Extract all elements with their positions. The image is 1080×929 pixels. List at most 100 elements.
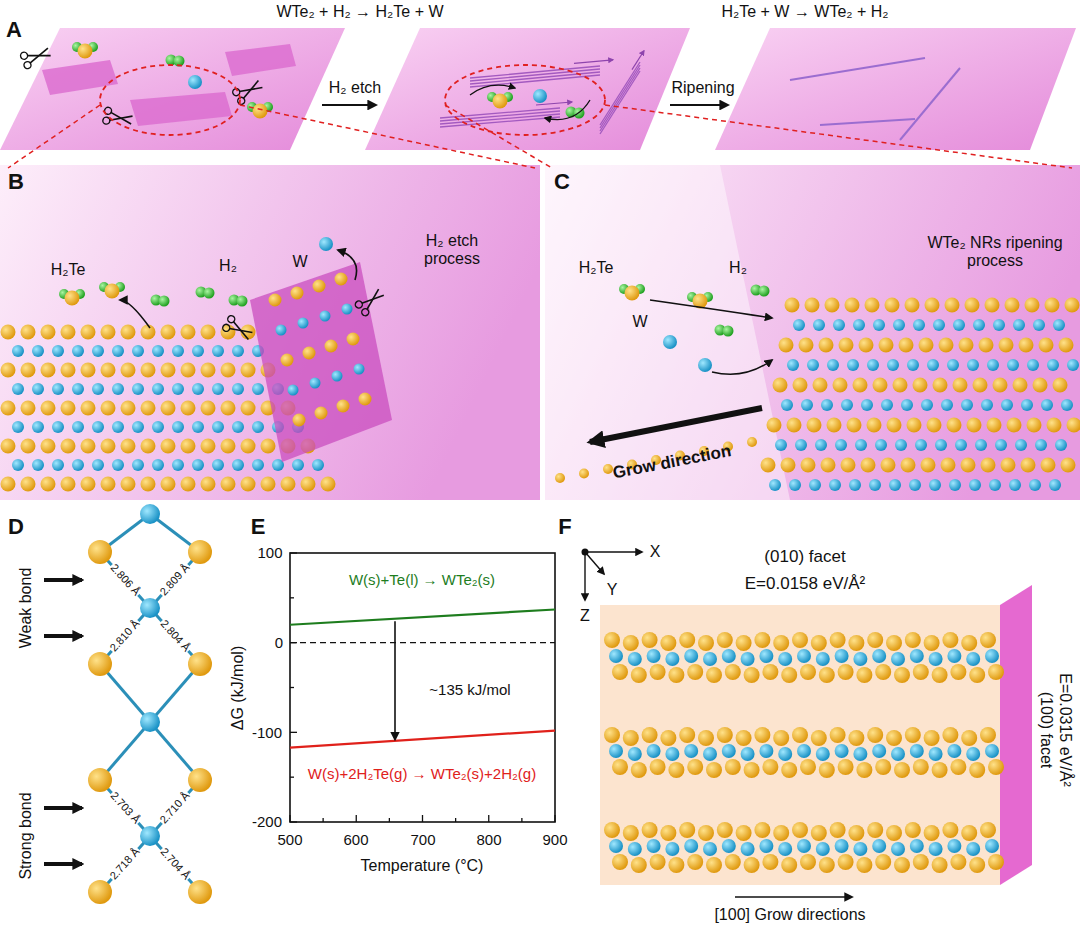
tellurium-atom (698, 730, 714, 746)
hydrogen-atom (204, 288, 215, 299)
tungsten-atom (1053, 319, 1065, 331)
tellurium-atom (141, 477, 156, 492)
tungsten-atom (152, 421, 164, 433)
tellurium-atom (1053, 378, 1068, 393)
tungsten-atom (995, 439, 1007, 451)
direction-label: [100] Grow directions (714, 906, 865, 924)
tungsten-atom (835, 439, 847, 451)
tellurium-atom (161, 325, 176, 340)
tellurium-atom (861, 458, 876, 473)
tungsten-atom (1041, 399, 1053, 411)
tungsten-atom (252, 421, 264, 433)
tungsten-atom (703, 747, 717, 761)
panel-letter: D (8, 514, 24, 539)
tellurium-atom (631, 857, 647, 873)
tellurium-atom (953, 378, 968, 393)
tellurium-atom (961, 730, 977, 746)
tellurium-atom (1021, 458, 1036, 473)
tungsten-atom (12, 345, 24, 357)
scissors-blade (239, 81, 262, 99)
tellurium-atom (269, 294, 282, 307)
tellurium-atom (811, 730, 827, 746)
facet-label: (100) facet (1037, 692, 1055, 768)
tungsten-atom (929, 652, 943, 666)
zoom-ellipse (100, 65, 240, 135)
tungsten-atom (1029, 479, 1041, 491)
etched-flake (250, 262, 392, 462)
tungsten-atom (889, 479, 901, 491)
panel-letter: B (8, 169, 24, 194)
tungsten-atom (947, 744, 961, 758)
bond-length: 2.804 Å (157, 617, 192, 654)
tellurium-atom (188, 880, 212, 904)
axis-tick (554, 815, 555, 822)
tungsten-atom (342, 304, 353, 315)
tellurium-atom (293, 414, 306, 427)
tungsten-atom (795, 439, 807, 451)
bond-pointer-arrow (44, 634, 82, 638)
tellurium-atom (717, 632, 733, 648)
tungsten-atom (320, 311, 331, 322)
tungsten-atom (665, 652, 679, 666)
tellurium-atom (161, 477, 176, 492)
tungsten-atom (140, 504, 160, 524)
tungsten-atom (933, 319, 945, 331)
tungsten-atom (901, 399, 913, 411)
facet-100-face (1000, 585, 1032, 885)
tellurium-atom (1, 439, 16, 454)
tellurium-atom (879, 338, 894, 353)
tellurium-atom (81, 477, 96, 492)
tellurium-atom (913, 378, 928, 393)
tick-label: 800 (476, 831, 501, 848)
tungsten-atom (891, 842, 905, 856)
bond-length: 2.806 Å (107, 561, 142, 598)
tungsten-atom (872, 744, 886, 758)
tellurium-atom (61, 439, 76, 454)
axis-arrow (584, 552, 585, 600)
tungsten-atom (140, 712, 160, 732)
tungsten-atom (647, 839, 661, 853)
h2te-molecule (59, 289, 85, 306)
tellurium-atom (881, 458, 896, 473)
hydrogen-atom (759, 286, 770, 297)
tungsten-atom (1047, 359, 1059, 371)
bond-length: 2.704 Å (157, 845, 192, 882)
tellurium-atom (313, 280, 326, 293)
tungsten-atom (232, 459, 244, 471)
flow-arrow (545, 100, 590, 120)
tungsten-atom (252, 459, 264, 471)
tellurium-atom (973, 378, 988, 393)
tungsten-atom (152, 383, 164, 395)
tellurium-atom (181, 363, 196, 378)
scissors-handle (226, 314, 236, 324)
tungsten-atom (52, 459, 64, 471)
axis-tick (290, 597, 294, 598)
tellurium-atom (121, 477, 136, 492)
tungsten-atom (722, 744, 736, 758)
tellurium-atom (188, 540, 212, 564)
tellurium-atom (845, 298, 860, 313)
tellurium-atom (901, 458, 916, 473)
tellurium-atom (687, 854, 703, 870)
tellurium-atom (886, 825, 902, 841)
tellurium-atom (61, 363, 76, 378)
tellurium-atom (121, 401, 136, 416)
tellurium-atom (717, 727, 733, 743)
tungsten-atom (684, 839, 698, 853)
panel-letter: A (6, 17, 22, 42)
tellurium-atom (631, 762, 647, 778)
tungsten-atom (252, 383, 264, 395)
hydrogen-atom (237, 296, 248, 307)
bond-length: 2.810 Å (107, 617, 142, 654)
tellurium-atom (886, 635, 902, 651)
tellurium-atom (241, 363, 256, 378)
tellurium-atom (1065, 298, 1080, 313)
tungsten-atom (793, 319, 805, 331)
tellurium-atom (101, 477, 116, 492)
tellurium-atom (687, 664, 703, 680)
scissors-blade (229, 322, 252, 340)
axis-tick (290, 732, 297, 733)
tellurium-atom (961, 635, 977, 651)
tellurium-atom (838, 854, 854, 870)
